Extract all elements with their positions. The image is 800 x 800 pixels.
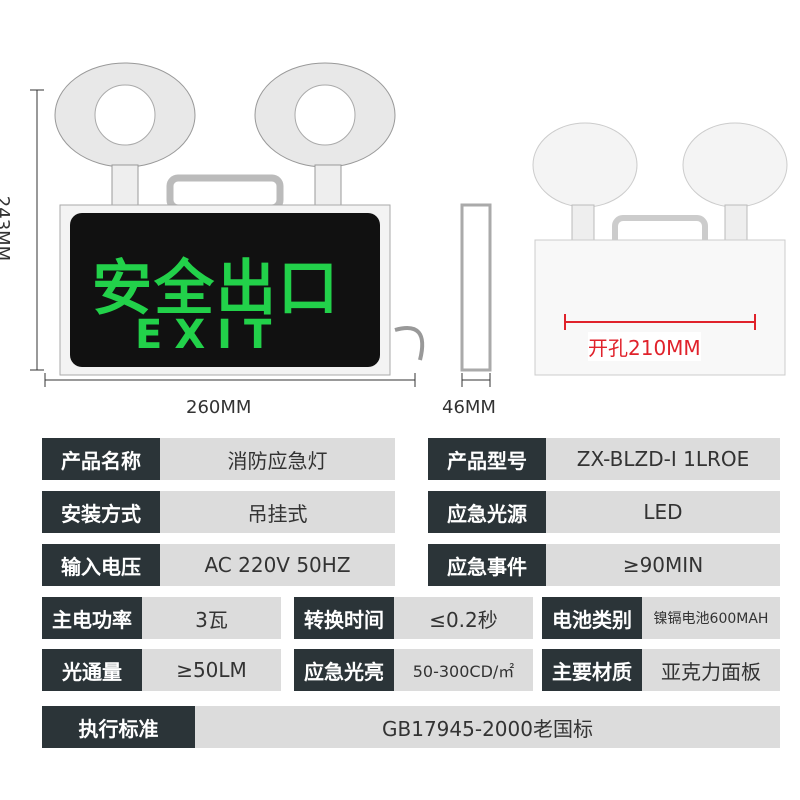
spec-value: ≤0.2秒 — [394, 597, 533, 639]
spec-value: AC 220V 50HZ — [160, 544, 395, 586]
spec-label: 应急光源 — [428, 491, 546, 533]
side-product-illustration — [460, 203, 492, 387]
spec-value: ≥50LM — [142, 649, 281, 691]
spec-label: 主电功率 — [42, 597, 142, 639]
spec-label: 安装方式 — [42, 491, 160, 533]
front-product-illustration — [30, 62, 425, 387]
spec-value: GB17945-2000老国标 — [195, 706, 780, 748]
spec-label: 输入电压 — [42, 544, 160, 586]
spec-value: 3瓦 — [142, 597, 281, 639]
spec-label: 转换时间 — [294, 597, 394, 639]
spec-value: LED — [546, 491, 780, 533]
spec-label: 产品名称 — [42, 438, 160, 480]
spec-label: 电池类别 — [542, 597, 642, 639]
width-label: 260MM — [186, 397, 252, 418]
spec-label: 执行标准 — [42, 706, 195, 748]
depth-label: 46MM — [442, 397, 496, 418]
spec-label: 光通量 — [42, 649, 142, 691]
spec-value: 吊挂式 — [160, 491, 395, 533]
spec-label: 主要材质 — [542, 649, 642, 691]
height-label: 243MM — [0, 195, 14, 262]
spec-label: 应急光亮 — [294, 649, 394, 691]
hole-size-label: 开孔210MM — [588, 332, 701, 361]
spec-value: 50-300CD/㎡ — [394, 649, 533, 691]
spec-label: 产品型号 — [428, 438, 546, 480]
spec-value: ≥90MIN — [546, 544, 780, 586]
sign-cn-text: 安全出口 — [92, 254, 340, 324]
spec-value: ZX-BLZD-I 1LROE — [546, 438, 780, 480]
spec-label: 应急事件 — [428, 544, 546, 586]
spec-value: 消防应急灯 — [160, 438, 395, 480]
sign-en-text: EXIT — [135, 312, 284, 358]
spec-value: 镍镉电池600MAH — [642, 597, 780, 639]
spec-value: 亚克力面板 — [642, 649, 780, 691]
